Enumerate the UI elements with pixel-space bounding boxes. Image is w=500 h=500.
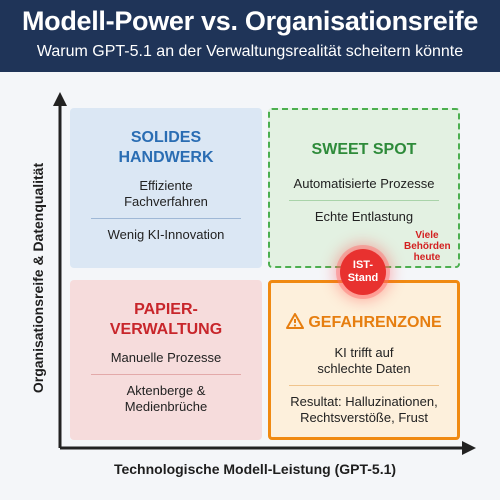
divider xyxy=(91,218,241,219)
quadrant-item: Manuelle Prozesse xyxy=(110,350,222,365)
item-line: KI trifft auf xyxy=(334,345,394,360)
x-axis-label: Technologische Modell-Leistung (GPT-5.1) xyxy=(113,461,397,477)
divider xyxy=(289,200,439,201)
quadrant-item: KI trifft auf schlechte Daten xyxy=(271,345,457,377)
quadrant-title: SWEET SPOT xyxy=(311,141,417,158)
note-line: heute xyxy=(413,252,441,263)
divider xyxy=(289,385,439,386)
quadrant-item: Automatisierte Prozesse xyxy=(293,176,435,191)
quadrant-sweet-spot: SWEET SPOT Automatisierte Prozesse Echte… xyxy=(268,108,460,268)
quadrant-solides-handwerk: SOLIDES HANDWERK Effiziente Fachverfahre… xyxy=(70,108,262,268)
warning-triangle-icon xyxy=(286,313,305,335)
ist-stand-marker: IST- Stand xyxy=(340,249,386,295)
item-line: Rechtsverstöße, Frust xyxy=(300,410,428,425)
x-axis-arrow xyxy=(462,441,476,455)
item-line: Effiziente xyxy=(139,178,193,193)
quadrant-title: SOLIDES HANDWERK xyxy=(70,128,262,168)
note-line: Viele xyxy=(415,230,439,241)
page-title: Modell-Power vs. Organisationsreife xyxy=(21,6,479,36)
quadrant-item: Effiziente Fachverfahren xyxy=(70,178,262,210)
marker-line: IST- xyxy=(352,259,374,271)
title-text: GEFAHRENZONE xyxy=(308,314,442,331)
y-axis-arrow xyxy=(53,92,67,106)
quadrant-title: PAPIER- VERWALTUNG xyxy=(70,300,262,340)
item-line: Medienbrüche xyxy=(124,399,208,414)
title-line: PAPIER- xyxy=(134,301,198,318)
quadrant-title: GEFAHRENZONE xyxy=(271,313,457,335)
item-line: schlechte Daten xyxy=(317,361,411,376)
quadrant-item: Resultat: Halluzinationen, Rechtsverstöß… xyxy=(271,394,457,426)
title-line: VERWALTUNG xyxy=(109,321,223,338)
header-banner: Modell-Power vs. Organisationsreife Waru… xyxy=(0,0,500,72)
quadrant-gefahrenzone: GEFAHRENZONE KI trifft auf schlechte Dat… xyxy=(268,280,460,440)
quadrant-papier-verwaltung: PAPIER- VERWALTUNG Manuelle Prozesse Akt… xyxy=(70,280,262,440)
quadrant-item: Echte Entlastung xyxy=(314,209,414,224)
item-line: Fachverfahren xyxy=(124,194,208,209)
item-line: Resultat: Halluzinationen, xyxy=(290,394,438,409)
title-line: SOLIDES xyxy=(130,129,202,146)
y-axis-label: Organisationsreife & Datenqualität xyxy=(30,162,46,394)
page-subtitle: Warum GPT-5.1 an der Verwaltungsrealität… xyxy=(36,43,464,60)
annotation-note: Viele Behörden heute xyxy=(404,230,451,263)
note-line: Behörden xyxy=(404,241,451,252)
title-line: HANDWERK xyxy=(118,149,214,166)
item-line: Aktenberge & xyxy=(126,383,206,398)
quadrant-item: Aktenberge & Medienbrüche xyxy=(70,383,262,415)
quadrant-item: Wenig KI-Innovation xyxy=(107,227,225,242)
marker-line: Stand xyxy=(347,272,379,284)
divider xyxy=(91,374,241,375)
